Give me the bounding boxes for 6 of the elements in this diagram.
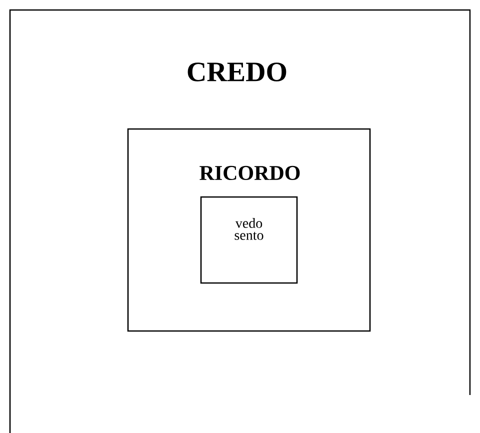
box (127, 128, 371, 332)
box-heading: CREDO (188, 62, 286, 82)
box (200, 196, 298, 284)
box (9, 9, 471, 433)
box-heading: RICORDO (200, 166, 300, 180)
box-text: vedo sento (234, 218, 264, 240)
